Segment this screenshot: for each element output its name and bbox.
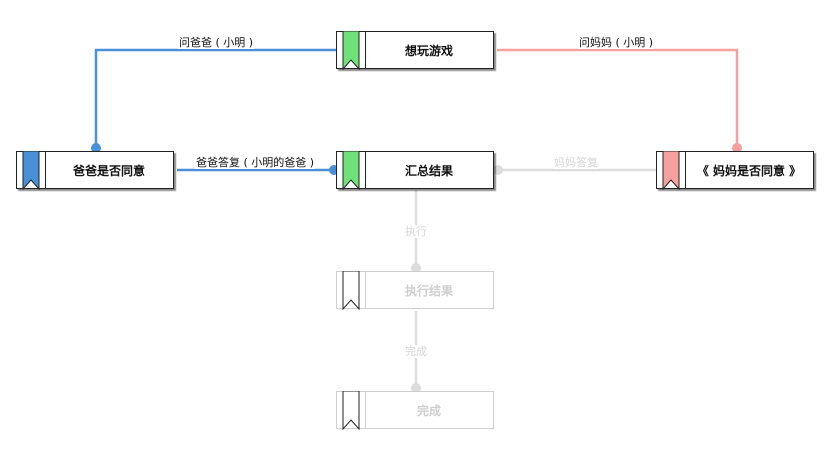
bookmark-flag-shape — [342, 271, 360, 310]
bookmark-flag-icon — [22, 151, 40, 190]
edge-complete-endpoint — [411, 383, 421, 393]
bookmark-flag-shape — [342, 151, 360, 190]
bookmark-flag-shape — [342, 391, 360, 430]
bookmark-flag-icon — [342, 31, 360, 70]
edge-label-mom-reply: 妈妈答复 — [553, 156, 599, 169]
bookmark-flag-shape — [342, 31, 360, 70]
edge-label-complete: 完成 — [404, 345, 428, 358]
edge-ask-dad — [94, 48, 336, 148]
edge-ask-mom-endpoint — [732, 143, 742, 153]
node-summary[interactable]: 汇总结果 — [336, 151, 494, 190]
edge-ask-mom — [497, 48, 739, 148]
node-label: 爸爸是否同意 — [72, 163, 145, 178]
bookmark-flag-shape — [662, 151, 680, 190]
bookmark-flag-shape — [22, 151, 40, 190]
edge-label-ask-dad: 问爸爸 ( 小明 ) — [177, 36, 255, 49]
bookmark-flag-icon — [342, 151, 360, 190]
node-label: 《 妈妈是否同意 》 — [696, 163, 802, 178]
edge-ask-dad-endpoint — [91, 143, 101, 153]
node-done[interactable]: 完成 — [336, 391, 494, 430]
edge-label-ask-mom: 问妈妈 ( 小明 ) — [577, 36, 655, 49]
bookmark-flag-icon — [662, 151, 680, 190]
node-label: 完成 — [416, 403, 441, 418]
node-label: 想玩游戏 — [404, 43, 453, 58]
node-mom-agrees[interactable]: 《 妈妈是否同意 》 — [656, 151, 814, 190]
bookmark-flag-icon — [342, 391, 360, 430]
node-dad-agrees[interactable]: 爸爸是否同意 — [16, 151, 174, 190]
edge-label-dad-reply: 爸爸答复 ( 小明的爸爸 ) — [194, 156, 316, 169]
node-want-to-play[interactable]: 想玩游戏 — [336, 31, 494, 70]
bookmark-flag-icon — [342, 271, 360, 310]
edge-mom-reply-endpoint — [493, 165, 503, 175]
node-label: 执行结果 — [404, 283, 453, 298]
edge-label-execute: 执行 — [404, 225, 428, 238]
edge-execute-endpoint — [411, 263, 421, 273]
node-execution-result[interactable]: 执行结果 — [336, 271, 494, 310]
node-label: 汇总结果 — [404, 163, 453, 178]
